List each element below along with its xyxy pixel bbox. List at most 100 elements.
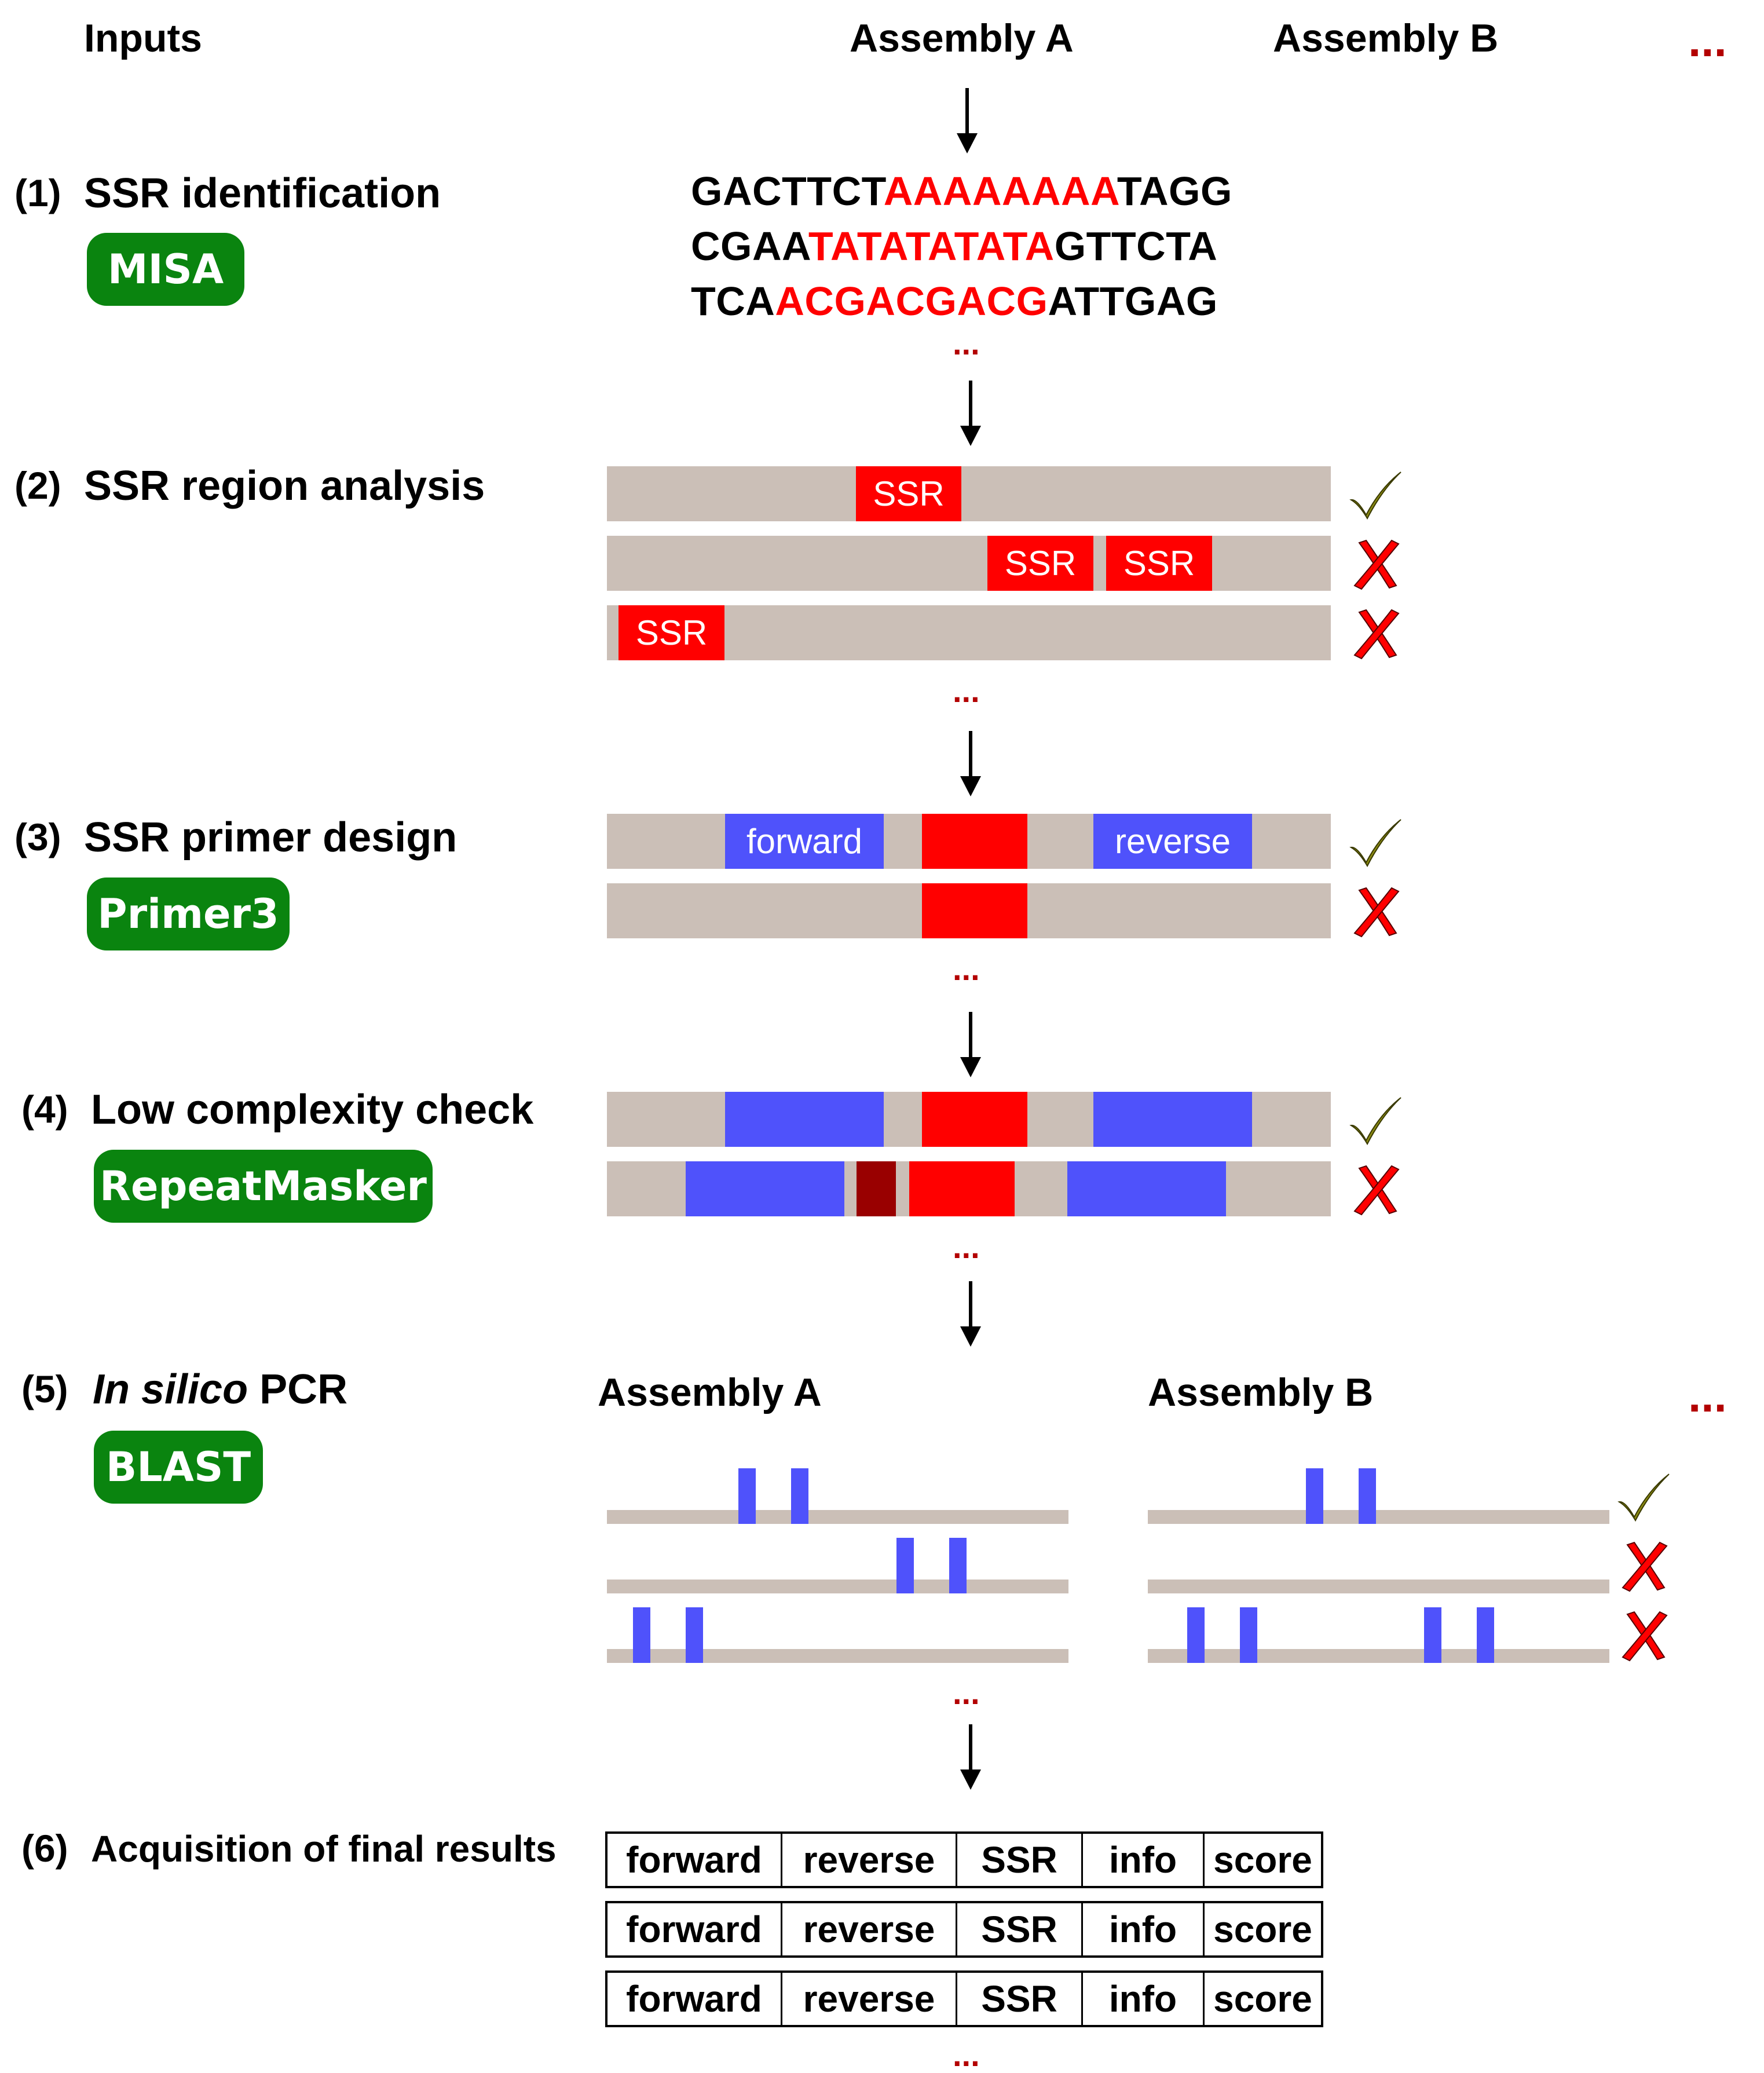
ssr-block	[909, 1161, 1015, 1216]
reverse-primer-block	[1093, 1092, 1252, 1147]
result-row: forward reverse SSR info score	[605, 1831, 1323, 1888]
result-row: forward reverse SSR info score	[605, 1901, 1323, 1958]
ssr-block: SSR	[987, 536, 1093, 591]
result-cell-reverse: reverse	[782, 1973, 957, 2025]
ssr-block	[922, 883, 1027, 938]
region-track-3	[607, 605, 1331, 660]
region-ellipsis: ...	[953, 672, 980, 709]
step-3-number: (3)	[14, 816, 61, 858]
sequence-ellipsis: ...	[953, 325, 980, 361]
arrow-down-icon	[960, 1724, 981, 1790]
cross-mark-icon	[1353, 609, 1400, 660]
step-5-label-italic: In silico	[93, 1366, 248, 1413]
pcr-track-b-3	[1148, 1649, 1609, 1663]
repeatmasker-tool-badge: RepeatMasker	[94, 1150, 433, 1223]
arrow-down-icon	[960, 1012, 981, 1077]
check-mark-icon	[1349, 819, 1401, 868]
reverse-primer: reverse	[1093, 814, 1252, 869]
step-4-number: (4)	[21, 1088, 68, 1131]
cross-mark-icon	[1622, 1611, 1668, 1662]
primer-hit	[686, 1607, 703, 1663]
blast-tool-badge: BLAST	[94, 1431, 263, 1504]
result-cell-forward: forward	[607, 1973, 782, 2025]
result-cell-score: score	[1213, 1839, 1312, 1881]
primer-ellipsis: ...	[953, 950, 980, 987]
arrow-down-icon	[957, 88, 978, 153]
step-5-number: (5)	[21, 1368, 68, 1410]
ssr-block	[922, 1092, 1027, 1147]
step-1-number: (1)	[14, 171, 61, 214]
pcr-ellipsis: ...	[953, 1675, 980, 1711]
cross-mark-icon	[1353, 887, 1400, 938]
low-complexity-block	[857, 1161, 896, 1216]
pcr-assembly-a-header: Assembly A	[598, 1370, 822, 1414]
primer-hit	[1359, 1468, 1376, 1524]
complexity-ellipsis: ...	[953, 1229, 980, 1265]
reverse-primer-block	[1067, 1161, 1226, 1216]
primer-hit	[1477, 1607, 1494, 1663]
result-cell-reverse: reverse	[782, 1834, 957, 1886]
assembly-a-header: Assembly A	[850, 16, 1074, 60]
arrow-down-icon	[960, 1281, 981, 1347]
step-6-number: (6)	[21, 1827, 68, 1870]
primer-hit	[949, 1538, 967, 1593]
primer-hit	[633, 1607, 650, 1663]
result-cell-ssr: SSR	[957, 1834, 1083, 1886]
primer-hit	[896, 1538, 914, 1593]
results-ellipsis: ...	[953, 2037, 980, 2073]
forward-primer-block	[725, 1092, 884, 1147]
check-mark-icon	[1617, 1474, 1670, 1522]
primer-hit	[791, 1468, 808, 1524]
primer-hit	[1187, 1607, 1205, 1663]
pcr-track-b-2	[1148, 1580, 1609, 1593]
misa-tool-badge: MISA	[87, 233, 244, 306]
result-cell-forward: forward	[607, 1903, 782, 1955]
primer-hit	[1424, 1607, 1441, 1663]
step-1-label: SSR identification	[84, 170, 441, 217]
step-2-number: (2)	[14, 464, 61, 507]
check-mark-icon	[1349, 471, 1401, 520]
result-cell-score: score	[1213, 1909, 1312, 1950]
cross-mark-icon	[1353, 539, 1400, 590]
check-mark-icon	[1349, 1097, 1401, 1146]
inputs-header: Inputs	[84, 16, 202, 60]
primer3-tool-badge: Primer3	[87, 878, 290, 950]
ssr-block: SSR	[619, 605, 724, 660]
arrow-down-icon	[960, 731, 981, 796]
arrow-down-icon	[960, 381, 981, 446]
primer-hit	[1306, 1468, 1323, 1524]
primer-hit	[1240, 1607, 1257, 1663]
ssr-block	[922, 814, 1027, 869]
step-3-label: SSR primer design	[84, 814, 458, 861]
cross-mark-icon	[1622, 1541, 1668, 1592]
result-cell-info: info	[1083, 1903, 1205, 1955]
step-2-label: SSR region analysis	[84, 463, 485, 509]
result-cell-info: info	[1083, 1973, 1205, 2025]
pcr-track-a-2	[607, 1580, 1068, 1593]
result-cell-info: info	[1083, 1834, 1205, 1886]
assembly-b-header: Assembly B	[1273, 16, 1499, 60]
region-track-1	[607, 466, 1331, 521]
cross-mark-icon	[1353, 1165, 1400, 1216]
step-4-label: Low complexity check	[91, 1087, 534, 1133]
forward-primer-block	[686, 1161, 844, 1216]
region-track-2	[607, 536, 1331, 591]
sequence-line-2: CGAATATATATATAGTTCTA	[691, 224, 1218, 269]
more-assemblies-ellipsis: ...	[1688, 1370, 1727, 1421]
sequence-line-3: TCAACGACGACGATTGAG	[691, 279, 1218, 324]
result-cell-ssr: SSR	[957, 1903, 1083, 1955]
pcr-track-b-1	[1148, 1510, 1609, 1524]
primer-hit	[738, 1468, 756, 1524]
result-cell-ssr: SSR	[957, 1973, 1083, 2025]
pcr-track-a-1	[607, 1510, 1068, 1524]
pcr-track-a-3	[607, 1649, 1068, 1663]
ssr-block: SSR	[856, 466, 961, 521]
step-5-label-rest: PCR	[248, 1366, 348, 1413]
forward-primer: forward	[725, 814, 884, 869]
result-row: forward reverse SSR info score	[605, 1970, 1323, 2027]
step-5-label: In silico PCR	[93, 1369, 347, 1410]
result-cell-score: score	[1213, 1978, 1312, 2020]
sequence-line-1: GACTTCTAAAAAAAATAGG	[691, 169, 1232, 214]
step-6-label: Acquisition of final results	[91, 1828, 557, 1870]
